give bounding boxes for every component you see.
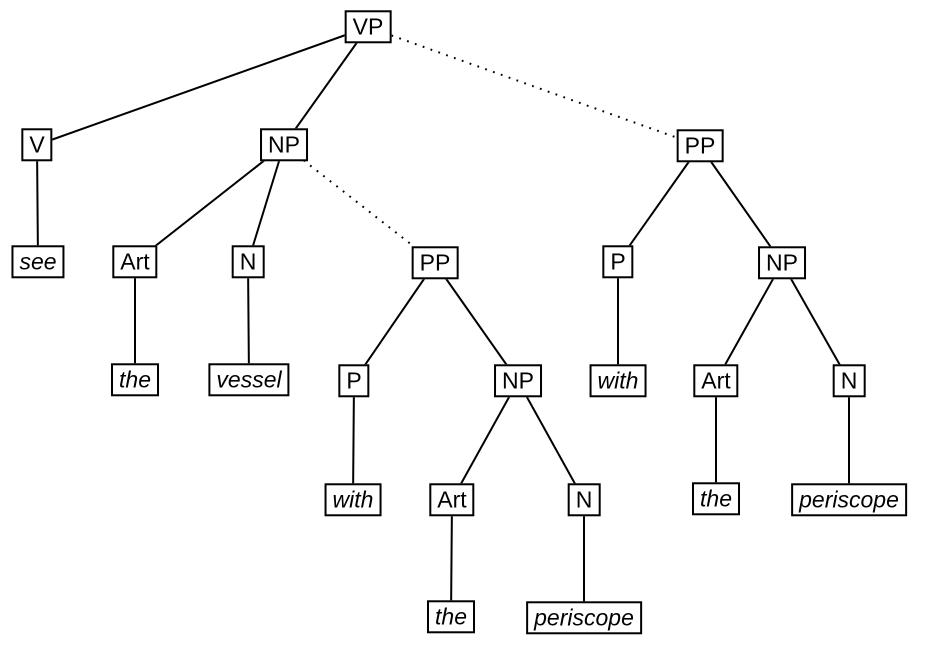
- tree-edge-art_mid-the_mid: [450, 499, 453, 618]
- tree-edge-vp-v: [36, 26, 369, 146]
- tree-leaf-see: see: [11, 245, 65, 279]
- tree-leaf-the-object: the: [111, 363, 159, 397]
- tree-edge-vp-np_main: [283, 26, 369, 146]
- tree-edge-np_main-art_main: [134, 144, 285, 263]
- tree-node-p-right: P: [602, 245, 634, 279]
- tree-edge-vp-pp_right-dotted: [367, 26, 701, 147]
- tree-edge-np_main-n_main: [247, 144, 285, 263]
- tree-edge-np_right-n_right: [781, 262, 850, 382]
- tree-node-art-mid: Art: [429, 483, 475, 517]
- tree-edge-pp_mid-np_mid: [434, 262, 519, 382]
- tree-leaf-vessel: vessel: [208, 363, 290, 397]
- tree-node-np-right: NP: [758, 246, 806, 280]
- tree-node-pp-vp-attached: PP: [676, 129, 724, 163]
- tree-node-np-object: NP: [260, 128, 308, 162]
- tree-edge-pp_right-p_right: [617, 145, 701, 263]
- tree-leaf-the-right: the: [692, 482, 740, 516]
- tree-edge-np_right-art_right: [715, 262, 783, 382]
- tree-edge-np_mid-art_mid: [451, 380, 519, 501]
- tree-leaf-periscope-right: periscope: [791, 483, 907, 517]
- tree-node-n-mid: N: [567, 483, 601, 517]
- tree-node-pp-np-attached: PP: [411, 246, 459, 280]
- tree-edge-n_main-vessel: [247, 261, 250, 381]
- tree-edge-pp_right-np_right: [699, 145, 783, 264]
- tree-node-art-object: Art: [112, 245, 158, 279]
- tree-edge-p_mid-with_mid: [352, 380, 355, 501]
- tree-node-art-right: Art: [693, 364, 739, 398]
- tree-node-n-object: N: [231, 245, 265, 279]
- tree-node-v: V: [21, 128, 53, 162]
- tree-leaf-the-mid: the: [427, 600, 475, 634]
- tree-edge-v-see: [36, 144, 39, 263]
- tree-leaf-periscope-mid: periscope: [526, 601, 642, 635]
- tree-node-p-mid: P: [338, 364, 370, 398]
- tree-leaf-with-mid: with: [324, 483, 382, 517]
- tree-node-np-mid: NP: [494, 364, 542, 398]
- tree-node-vp-root: VP: [344, 10, 392, 44]
- tree-edge-pp_mid-p_mid: [353, 262, 436, 382]
- tree-leaf-with-right: with: [589, 364, 647, 398]
- tree-node-n-right: N: [832, 364, 866, 398]
- tree-edge-np_mid-n_mid: [517, 380, 585, 501]
